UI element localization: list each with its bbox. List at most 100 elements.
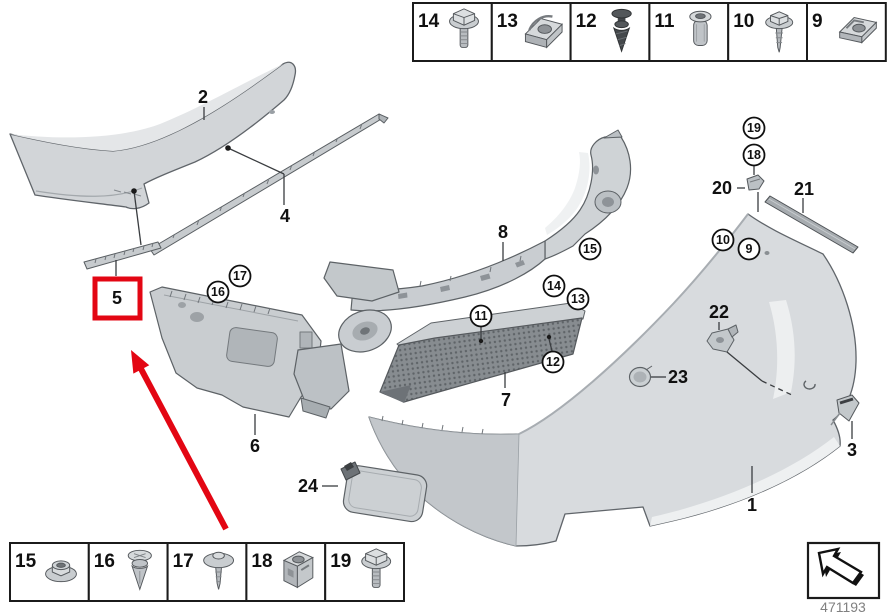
callout-3[interactable]: 3: [847, 440, 857, 460]
callout-circle: [711, 228, 735, 252]
callout-label: 12: [546, 355, 560, 369]
leader-lines: [115, 107, 853, 493]
callout-14[interactable]: 14: [542, 274, 566, 298]
part-20-drawing: [746, 174, 765, 191]
fastener-number: 12: [576, 11, 597, 32]
callout-23[interactable]: 23: [668, 367, 688, 387]
fastener-cell: 14: [412, 2, 493, 62]
callout-13[interactable]: 13: [566, 287, 590, 311]
callout-11[interactable]: 11: [469, 304, 493, 328]
part-6-drawing: [149, 286, 322, 418]
callout-label: 20: [712, 178, 732, 198]
direction-of-travel-icon: [817, 547, 864, 586]
callout-circle: [541, 350, 565, 374]
fastener-number: 17: [173, 551, 194, 572]
callout-1[interactable]: 1: [747, 495, 757, 515]
fastener-cell: 11: [648, 2, 730, 62]
callout-label: 13: [571, 292, 585, 306]
callout-24[interactable]: 24: [298, 476, 318, 496]
callout-label: 23: [668, 367, 688, 387]
logo-box: [806, 541, 881, 600]
part-7-drawing: [379, 302, 586, 403]
part-1-drawing: [368, 213, 857, 547]
fastener-cell: 9: [806, 2, 887, 62]
callout-label: 19: [747, 121, 761, 135]
callout-label: 16: [211, 285, 225, 299]
fastener-cell: 19: [324, 542, 406, 602]
callout-20[interactable]: 20: [712, 178, 732, 198]
callout-16[interactable]: 16: [206, 280, 230, 304]
part-5-drawing: [83, 241, 162, 270]
fastener-cell: 18: [245, 542, 327, 602]
callout-circle: [206, 280, 230, 304]
callout-label: 1: [747, 495, 757, 515]
fastener-cell: 16: [87, 542, 169, 602]
fastener-cell: 15: [9, 542, 90, 602]
callout-9[interactable]: 9: [737, 237, 761, 261]
fastener-number: 15: [15, 551, 37, 572]
fastener-number: 9: [812, 11, 823, 32]
fastener-number: 13: [497, 11, 518, 32]
callout-label: 22: [709, 302, 729, 322]
callout-label: 24: [298, 476, 318, 496]
callout-18[interactable]: 18: [742, 143, 766, 167]
callout-19[interactable]: 19: [742, 116, 766, 140]
callout-22[interactable]: 22: [709, 302, 729, 322]
callout-label: 8: [498, 222, 508, 242]
fastener-number: 18: [251, 551, 272, 572]
callout-circle: [566, 287, 590, 311]
callout-12[interactable]: 12: [541, 350, 565, 374]
fastener-number: 14: [418, 11, 440, 32]
fastener-number: 16: [94, 551, 115, 572]
callout-circle: [469, 304, 493, 328]
callout-label: 2: [198, 87, 208, 107]
callout-4[interactable]: 4: [280, 206, 290, 226]
callout-label: 14: [547, 279, 561, 293]
callout-17[interactable]: 17: [228, 264, 252, 288]
fastener-legend-top: 14 13 12 11 10 9: [412, 2, 887, 62]
callout-circle: [742, 116, 766, 140]
callout-label: 18: [747, 148, 761, 162]
part-3-drawing: [830, 394, 860, 426]
callout-label: 10: [716, 233, 730, 247]
callout-7[interactable]: 7: [501, 390, 511, 410]
highlight-arrow: [137, 365, 229, 531]
highlight-annotation: [92, 276, 229, 531]
callout-label: 3: [847, 440, 857, 460]
part-21-drawing: [764, 195, 859, 254]
callout-circle: [742, 143, 766, 167]
fastener-number: 11: [654, 11, 675, 32]
callout-label: 15: [583, 242, 597, 256]
callout-10[interactable]: 10: [711, 228, 735, 252]
fastener-legend-bottom: 15 16 17 18 19: [9, 542, 406, 602]
callout-label: 7: [501, 390, 511, 410]
callout-label: 17: [233, 269, 247, 283]
callout-8[interactable]: 8: [498, 222, 508, 242]
callout-circle: [542, 274, 566, 298]
callout-label: 21: [794, 179, 814, 199]
callout-label: 11: [474, 309, 487, 323]
callout-label: 4: [280, 206, 290, 226]
callout-21[interactable]: 21: [794, 179, 814, 199]
drawing-number: 471193: [820, 599, 866, 615]
fastener-number: 10: [733, 11, 754, 32]
part-2-drawing: [9, 61, 297, 210]
callout-label: 5: [112, 288, 122, 308]
fastener-cell: 10: [727, 2, 809, 62]
highlight-arrowhead: [131, 350, 150, 374]
callout-15[interactable]: 15: [578, 237, 602, 261]
fastener-cell: 12: [569, 2, 651, 62]
fastener-cell: 17: [166, 542, 248, 602]
callout-5[interactable]: 5: [112, 288, 122, 308]
callout-circle: [578, 237, 602, 261]
part-4-drawing: [149, 113, 389, 256]
callout-6[interactable]: 6: [250, 436, 260, 456]
part-24-drawing: [340, 461, 428, 523]
callout-circle: [737, 237, 761, 261]
fastener-number: 19: [330, 551, 351, 572]
fastener-cell: 13: [490, 2, 572, 62]
callout-2[interactable]: 2: [198, 87, 208, 107]
callout-circle: [228, 264, 252, 288]
